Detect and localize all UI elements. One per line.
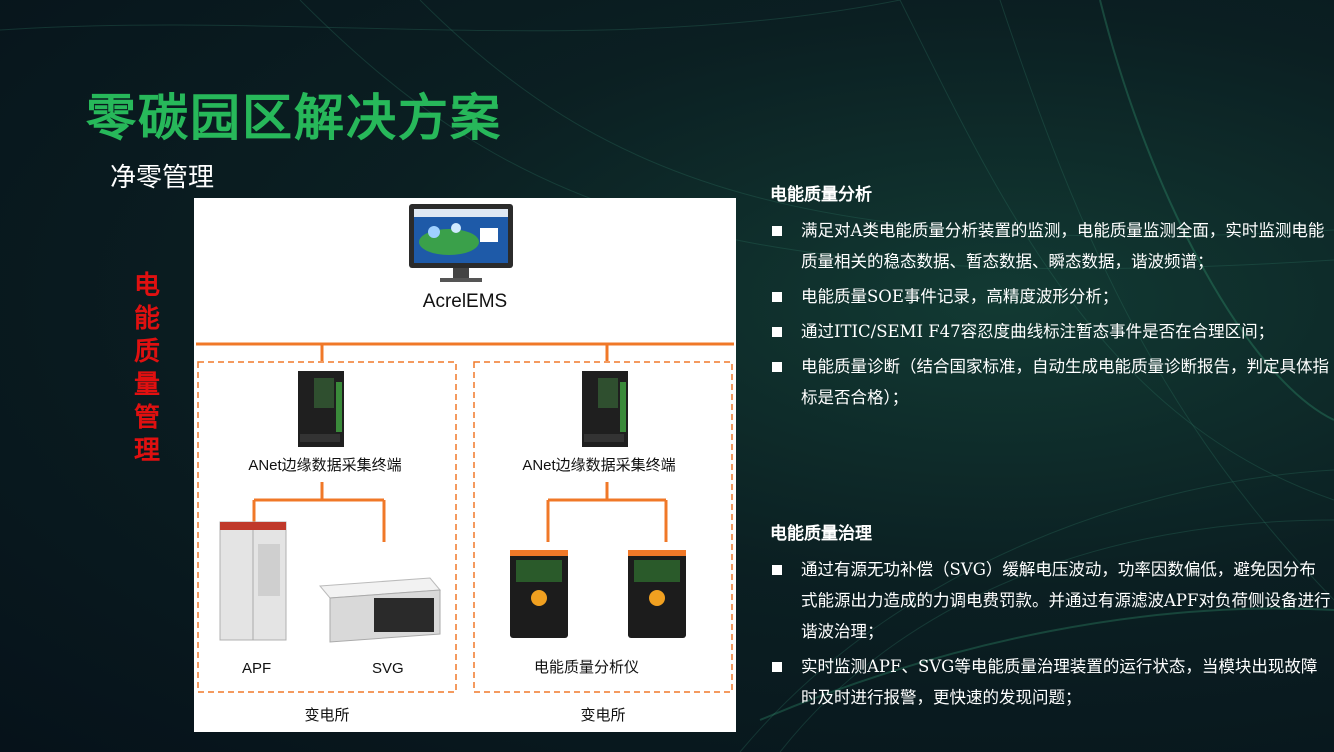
bullet-square-icon [772,327,782,337]
apf-cabinet-image [219,521,287,641]
pq-analyzer-label: 电能质量分析仪 [534,659,640,676]
page-title: 零碳园区解决方案 [86,89,502,147]
ems-label: AcrelEMS [422,291,508,312]
bullet-square-icon [772,292,782,302]
system-diagram: AcrelEMS ANet边缘数据采集终端 ANet边缘数据采集终端 APF S… [194,198,736,732]
side-label-text: 电能质量管理 [133,271,160,466]
ems-monitor-image [409,204,513,282]
governance-bullet: 实时监测APF、SVG等电能质量治理装置的运行状态，当模块出现故障时及时进行报警… [770,651,1331,713]
governance-bullet-list: 通过有源无功补偿（SVG）缓解电压波动，功率因数偏低，避免因分布式能源出力造成的… [770,554,1331,717]
substation-left-box [197,361,457,693]
bullet-square-icon [772,662,782,672]
gateway-left-image [298,371,344,447]
governance-bullet-text: 实时监测APF、SVG等电能质量治理装置的运行状态，当模块出现故障时及时进行报警… [801,657,1318,707]
analysis-bullet-text: 通过ITIC/SEMI F47容忍度曲线标注暂态事件是否在合理区间； [801,322,1275,341]
analysis-bullet: 电能质量诊断（结合国家标准，自动生成电能质量诊断报告，判定具体指标是否合格）； [770,351,1331,413]
gateway-left-label: ANet边缘数据采集终端 [248,457,402,474]
analysis-bullet-text: 电能质量SOE事件记录，高精度波形分析； [801,287,1119,306]
analysis-section-title: 电能质量分析 [770,185,872,205]
substation-left-label: 变电所 [304,707,350,724]
page-subtitle: 净零管理 [110,163,215,193]
pq-analyzer-image-2 [628,550,686,638]
analysis-bullet-text: 电能质量诊断（结合国家标准，自动生成电能质量诊断报告，判定具体指标是否合格）； [801,357,1329,407]
governance-bullet: 通过有源无功补偿（SVG）缓解电压波动，功率因数偏低，避免因分布式能源出力造成的… [770,554,1331,647]
connection-lines [196,342,734,542]
analysis-bullet-list: 满足对A类电能质量分析装置的监测，电能质量监测全面，实时监测电能质量相关的稳态数… [770,215,1331,417]
gateway-right-image [582,371,628,447]
analysis-bullet: 通过ITIC/SEMI F47容忍度曲线标注暂态事件是否在合理区间； [770,316,1331,347]
bullet-square-icon [772,565,782,575]
apf-label: APF [242,660,272,677]
svg-unit-image [318,577,442,643]
substation-right-label: 变电所 [580,707,626,724]
analysis-bullet: 电能质量SOE事件记录，高精度波形分析； [770,281,1331,312]
analysis-bullet-text: 满足对A类电能质量分析装置的监测，电能质量监测全面，实时监测电能质量相关的稳态数… [801,221,1325,271]
governance-bullet-text: 通过有源无功补偿（SVG）缓解电压波动，功率因数偏低，避免因分布式能源出力造成的… [801,560,1331,641]
side-label-power-quality: 电能质量管理 [130,270,164,468]
diagram-graphics [196,204,734,693]
gateway-right-label: ANet边缘数据采集终端 [522,457,676,474]
pq-analyzer-image-1 [510,550,568,638]
substation-right-box [473,361,733,693]
svg-label: SVG [372,660,404,677]
governance-section-title: 电能质量治理 [770,524,872,544]
bullet-square-icon [772,226,782,236]
analysis-bullet: 满足对A类电能质量分析装置的监测，电能质量监测全面，实时监测电能质量相关的稳态数… [770,215,1331,277]
bullet-square-icon [772,362,782,372]
